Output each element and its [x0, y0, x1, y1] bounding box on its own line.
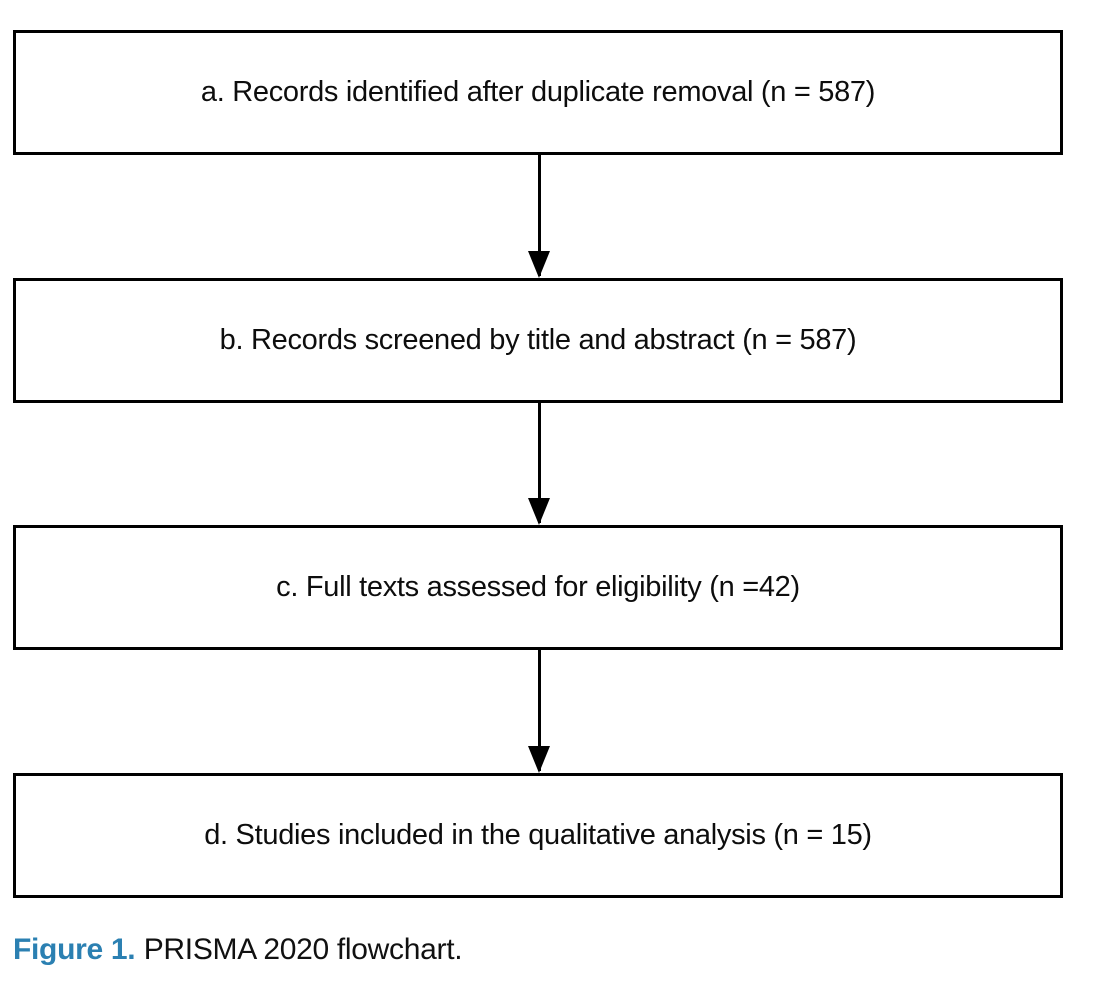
arrow-stem — [538, 403, 541, 523]
arrow-down-icon — [528, 251, 550, 278]
arrow-stem — [538, 650, 541, 771]
flow-box-records-identified: a. Records identified after duplicate re… — [13, 30, 1063, 155]
flow-box-label: b. Records screened by title and abstrac… — [219, 324, 857, 356]
flow-box-label: d. Studies included in the qualitative a… — [204, 819, 872, 851]
arrow-down-icon — [528, 498, 550, 525]
figure-caption-label: Figure 1. — [13, 933, 136, 966]
flow-box-label: c. Full texts assessed for eligibility (… — [276, 571, 800, 603]
flow-arrow-a-to-b — [527, 155, 551, 278]
flow-box-label: a. Records identified after duplicate re… — [200, 76, 876, 108]
figure-caption: Figure 1.PRISMA 2020 flowchart. — [13, 933, 463, 967]
flow-arrow-b-to-c — [527, 403, 551, 525]
figure-caption-text: PRISMA 2020 flowchart. — [143, 933, 463, 966]
flow-box-studies-included: d. Studies included in the qualitative a… — [13, 773, 1063, 898]
flow-arrow-c-to-d — [527, 650, 551, 773]
arrow-stem — [538, 155, 541, 276]
flow-box-fulltexts-assessed: c. Full texts assessed for eligibility (… — [13, 525, 1063, 650]
arrow-down-icon — [528, 746, 550, 773]
flow-box-records-screened: b. Records screened by title and abstrac… — [13, 278, 1063, 403]
